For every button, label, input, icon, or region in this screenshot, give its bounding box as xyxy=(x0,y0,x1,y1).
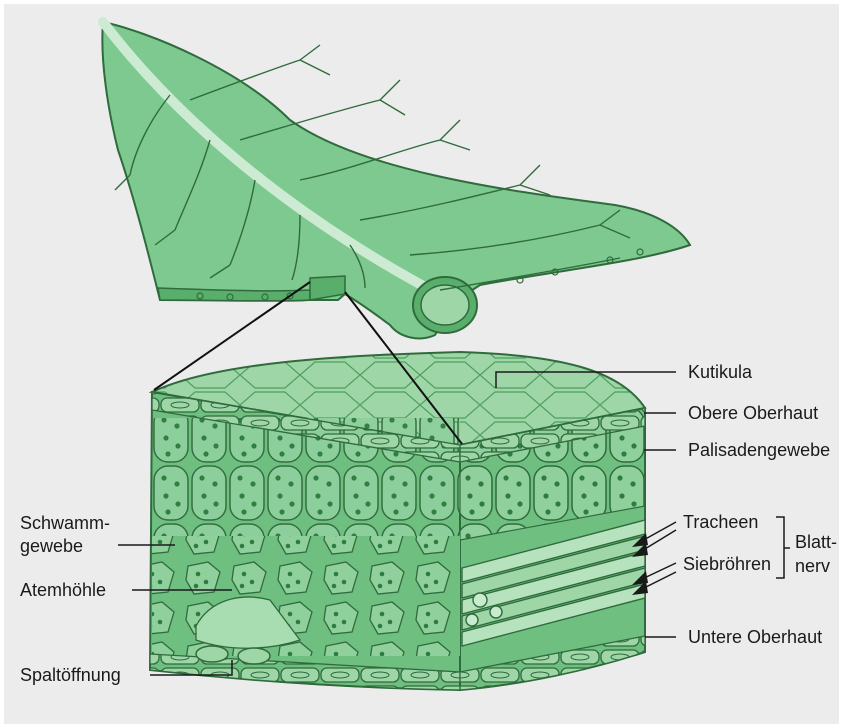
label-schwammgewebe-line2: gewebe xyxy=(20,536,83,556)
label-schwammgewebe-line1: Schwamm- xyxy=(20,513,110,533)
cross-section-block xyxy=(150,352,645,690)
guard-cell-right xyxy=(238,648,270,664)
label-spaltoeffnung: Spaltöffnung xyxy=(20,665,121,685)
guard-cell-left xyxy=(196,646,228,662)
label-kutikula: Kutikula xyxy=(688,362,753,382)
label-blattnerv-line1: Blatt- xyxy=(795,532,837,552)
leaf-illustration xyxy=(102,22,690,338)
label-tracheen: Tracheen xyxy=(683,512,758,532)
midrib-bundle xyxy=(421,285,469,325)
label-untere-oberhaut: Untere Oberhaut xyxy=(688,627,822,647)
label-obere-oberhaut: Obere Oberhaut xyxy=(688,403,818,423)
label-atemhoehle: Atemhöhle xyxy=(20,580,106,600)
bracket-blattnerv xyxy=(776,517,784,578)
label-palisadengewebe: Palisadengewebe xyxy=(688,440,830,460)
label-siebroehren: Siebröhren xyxy=(683,554,771,574)
label-blattnerv-line2: nerv xyxy=(795,556,830,576)
